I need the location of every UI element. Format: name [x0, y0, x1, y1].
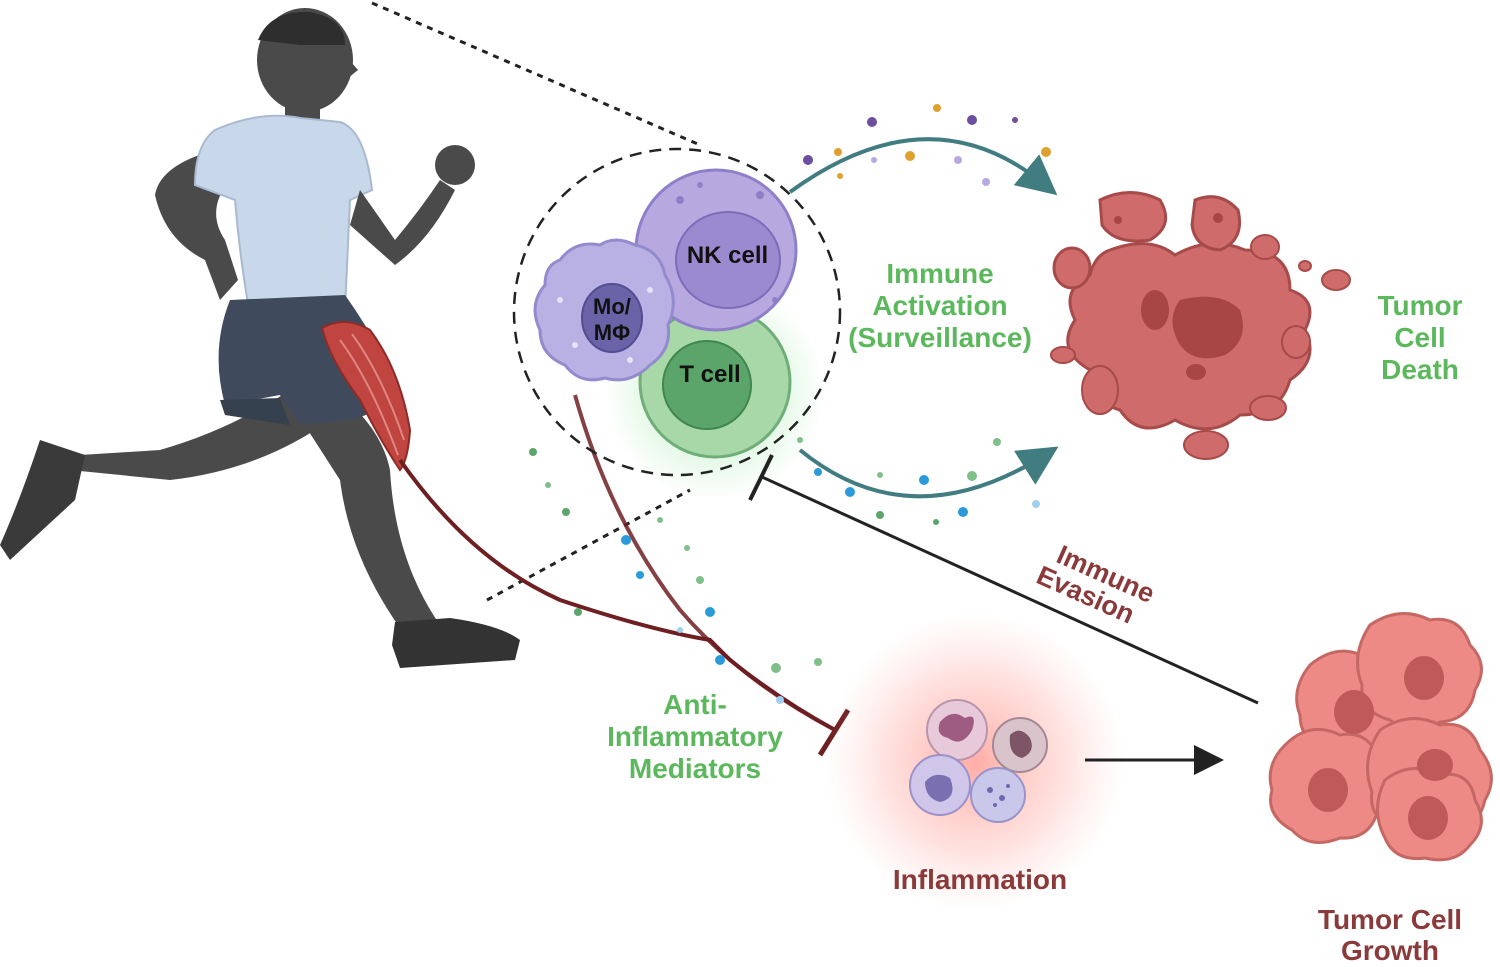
runner-icon — [0, 8, 520, 668]
growing-tumor-icon — [1268, 612, 1493, 862]
immune-activation-label-1: Immune — [886, 258, 994, 289]
neutrophil-icon — [909, 754, 971, 816]
tumor-death-label-2: Cell — [1394, 322, 1446, 353]
immune-activation-label-3: (Surveillance) — [848, 322, 1032, 353]
nk-cell-label: NK cell — [686, 242, 769, 269]
tumor-growth-label-1: Tumor Cell — [1317, 904, 1463, 935]
tumor-death-label-3: Death — [1381, 354, 1459, 385]
anti-inflammatory-label-3: Mediators — [628, 753, 762, 784]
macrophage-label-line1: Mo/ — [593, 294, 631, 319]
macrophage-icon — [533, 238, 675, 382]
activation-arrow-upper — [788, 137, 1058, 196]
cytokine-dots-upper — [803, 104, 1051, 186]
muscle-icon — [320, 321, 412, 472]
t-cell-label: T cell — [679, 361, 741, 388]
activation-arrow-lower — [798, 446, 1059, 499]
cytokine-dots-lower — [797, 437, 1040, 525]
immune-evasion-line — [748, 454, 1259, 705]
macrophage-label-line2: MΦ — [593, 320, 631, 345]
dying-tumor-icon — [1050, 191, 1351, 460]
immune-activation-label-2: Activation — [872, 290, 1008, 321]
inflammation-label: Inflammation — [892, 864, 1068, 895]
neutrophil-icon — [926, 699, 988, 761]
zoom-lines — [371, 1, 701, 602]
inflammation-icon — [825, 612, 1125, 912]
anti-inflammatory-label-2: Inflammatory — [607, 721, 783, 752]
tumor-growth-label-2: Growth — [1341, 935, 1439, 966]
anti-inflammatory-label-1: Anti- — [663, 689, 727, 720]
immune-cell-cluster — [512, 147, 842, 500]
neutrophil-icon — [970, 767, 1026, 823]
mediator-dots — [529, 448, 822, 704]
neutrophil-icon — [992, 717, 1048, 773]
tumor-death-label-1: Tumor — [1377, 290, 1463, 321]
